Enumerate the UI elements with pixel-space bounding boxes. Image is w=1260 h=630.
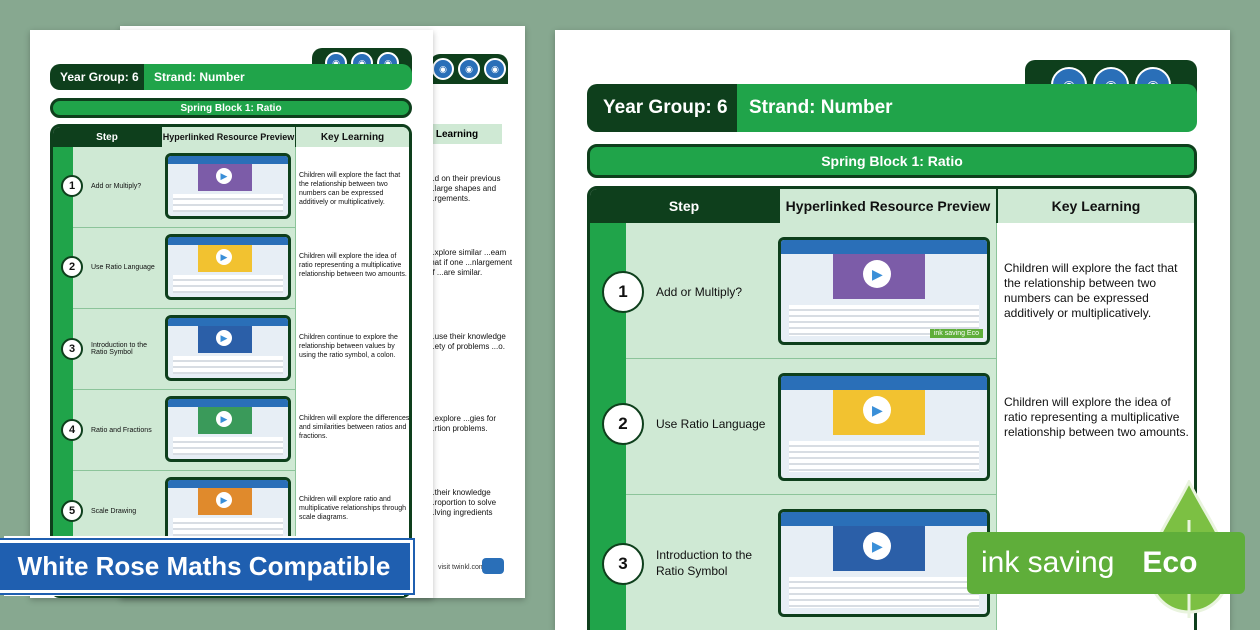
submarine-icon: ◉ bbox=[458, 58, 480, 80]
strand: Strand: Number bbox=[144, 64, 412, 90]
resource-thumbnail[interactable]: ▶ ink saving Eco bbox=[778, 237, 990, 345]
step-name: Scale Drawing bbox=[91, 507, 137, 515]
year-group: Year Group: 6 bbox=[50, 64, 144, 90]
resource-thumbnail[interactable]: ▶ bbox=[165, 153, 291, 219]
large-header: Year Group: 6 Strand: Number bbox=[587, 84, 1197, 132]
table-header-step: Step bbox=[53, 127, 161, 147]
back-snippet: ...their knowledge ...roportion to solve… bbox=[428, 488, 497, 517]
back-snippet: ...xplore similar ...eam that if one ...… bbox=[428, 248, 513, 277]
step-name: Use Ratio Language bbox=[91, 263, 155, 271]
key-learning: Children will explore the idea of ratio … bbox=[299, 253, 407, 278]
submarine-icon: ◉ bbox=[432, 58, 454, 80]
play-icon: ▶ bbox=[216, 411, 232, 427]
step-number: 2 bbox=[602, 403, 644, 445]
divider bbox=[295, 147, 296, 595]
step-number: 5 bbox=[61, 500, 83, 522]
play-icon: ▶ bbox=[216, 249, 232, 265]
resource-thumbnail[interactable]: ▶ bbox=[165, 477, 291, 543]
play-icon: ▶ bbox=[863, 396, 892, 425]
small-table: Step Hyperlinked Resource Preview Key Le… bbox=[50, 124, 412, 598]
step-number: 2 bbox=[61, 256, 83, 278]
banner-label: White Rose Maths Compatible bbox=[0, 539, 414, 593]
step-number: 4 bbox=[61, 419, 83, 441]
step-name: Introduction to the Ratio Symbol bbox=[656, 548, 753, 578]
play-icon: ▶ bbox=[216, 492, 232, 508]
table-header-preview: Hyperlinked Resource Preview bbox=[161, 127, 295, 147]
step-number: 1 bbox=[602, 271, 644, 313]
white-rose-banner: White Rose Maths Compatible bbox=[0, 536, 414, 596]
year-group: Year Group: 6 bbox=[587, 84, 737, 132]
key-learning: Children will explore ratio and multipli… bbox=[299, 496, 406, 521]
strand: Strand: Number bbox=[737, 84, 1197, 132]
step-number: 1 bbox=[61, 175, 83, 197]
step-name: Introduction to the Ratio Symbol bbox=[91, 342, 148, 356]
eco-banner: ink saving Eco bbox=[967, 532, 1245, 594]
key-learning: Children will explore the fact that the … bbox=[1004, 261, 1178, 320]
key-learning: Children continue to explore the relatio… bbox=[299, 334, 398, 359]
resource-thumbnail[interactable]: ▶ bbox=[165, 234, 291, 300]
step-name: Add or Multiply? bbox=[91, 182, 142, 190]
eco-text: ink saving bbox=[981, 546, 1115, 579]
front-sheet-small: ◉ ◉ ◉ Year Group: 6 Strand: Number Sprin… bbox=[30, 30, 433, 598]
submarine-icon: ◉ bbox=[484, 58, 506, 80]
resource-thumbnail[interactable]: ▶ bbox=[165, 396, 291, 462]
step-number: 3 bbox=[61, 338, 83, 360]
key-learning: Children will explore the fact that the … bbox=[299, 172, 401, 206]
key-learning: Children will explore the differences an… bbox=[299, 415, 410, 440]
small-header: Year Group: 6 Strand: Number bbox=[50, 64, 412, 90]
table-header-preview: Hyperlinked Resource Preview bbox=[778, 189, 996, 223]
step-number: 3 bbox=[602, 543, 644, 585]
back-sheet-tab: ◉ ◉ ◉ bbox=[430, 54, 508, 84]
small-block-title: Spring Block 1: Ratio bbox=[50, 98, 412, 118]
play-icon: ▶ bbox=[863, 260, 892, 289]
twinkl-logo bbox=[482, 558, 504, 574]
step-name: Use Ratio Language bbox=[656, 417, 766, 431]
eco-label: Eco bbox=[1142, 546, 1198, 579]
divider bbox=[996, 223, 997, 630]
footer-url: visit twinkl.com bbox=[438, 564, 485, 571]
back-snippet: ...explore ...gies for ...rtion problems… bbox=[428, 414, 497, 433]
table-header-key: Key Learning bbox=[996, 189, 1194, 223]
table-header-step: Step bbox=[590, 189, 778, 223]
green-strip bbox=[53, 147, 73, 595]
key-learning: Children will explore the idea of ratio … bbox=[1004, 395, 1189, 439]
back-sheet-header: Learning bbox=[412, 124, 502, 144]
back-snippet: ...d on their previous ...large shapes a… bbox=[428, 174, 501, 203]
large-block-title: Spring Block 1: Ratio bbox=[587, 144, 1197, 178]
table-header-key: Key Learning bbox=[295, 127, 409, 147]
resource-thumbnail[interactable]: ▶ bbox=[778, 509, 990, 617]
play-icon: ▶ bbox=[216, 330, 232, 346]
step-name: Ratio and Fractions bbox=[91, 426, 152, 434]
back-snippet: ...use their knowledge ...ety of problem… bbox=[428, 332, 506, 351]
play-icon: ▶ bbox=[216, 168, 232, 184]
resource-thumbnail[interactable]: ▶ bbox=[778, 373, 990, 481]
play-icon: ▶ bbox=[863, 532, 892, 561]
resource-thumbnail[interactable]: ▶ bbox=[165, 315, 291, 381]
step-name: Add or Multiply? bbox=[656, 285, 743, 299]
thumb-eco-badge: ink saving Eco bbox=[929, 329, 983, 338]
